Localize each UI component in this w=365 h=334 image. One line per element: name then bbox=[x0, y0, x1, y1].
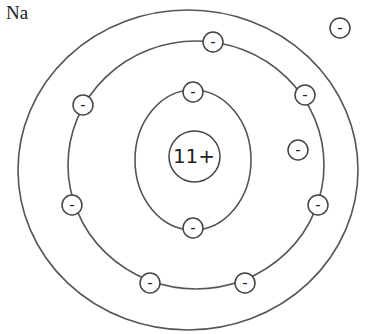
outer-shell bbox=[18, 10, 358, 330]
electron: - bbox=[182, 217, 204, 239]
electron: - bbox=[182, 81, 204, 103]
nucleus-circle: 11+ bbox=[168, 130, 221, 183]
electron: - bbox=[202, 31, 224, 53]
electron: - bbox=[329, 17, 351, 39]
electron: - bbox=[72, 94, 94, 116]
electron-sign: - bbox=[190, 221, 195, 236]
electron-sign: - bbox=[315, 198, 320, 213]
electron-sign: - bbox=[80, 98, 85, 113]
element-symbol: Na bbox=[6, 2, 28, 24]
electron: - bbox=[307, 194, 329, 216]
electron: - bbox=[294, 84, 316, 106]
electron-sign: - bbox=[295, 143, 300, 158]
electron: - bbox=[61, 194, 83, 216]
electron-sign: - bbox=[69, 198, 74, 213]
electron-sign: - bbox=[190, 85, 195, 100]
electron: - bbox=[139, 272, 161, 294]
electron-sign: - bbox=[302, 88, 307, 103]
electron-sign: - bbox=[242, 276, 247, 291]
electron: - bbox=[287, 139, 309, 161]
inner-shell bbox=[135, 90, 251, 230]
electron: - bbox=[234, 272, 256, 294]
electron-sign: - bbox=[210, 35, 215, 50]
nucleus-charge: 11+ bbox=[173, 146, 215, 166]
electron-sign: - bbox=[337, 21, 342, 36]
middle-shell bbox=[68, 41, 324, 289]
electron-sign: - bbox=[147, 276, 152, 291]
